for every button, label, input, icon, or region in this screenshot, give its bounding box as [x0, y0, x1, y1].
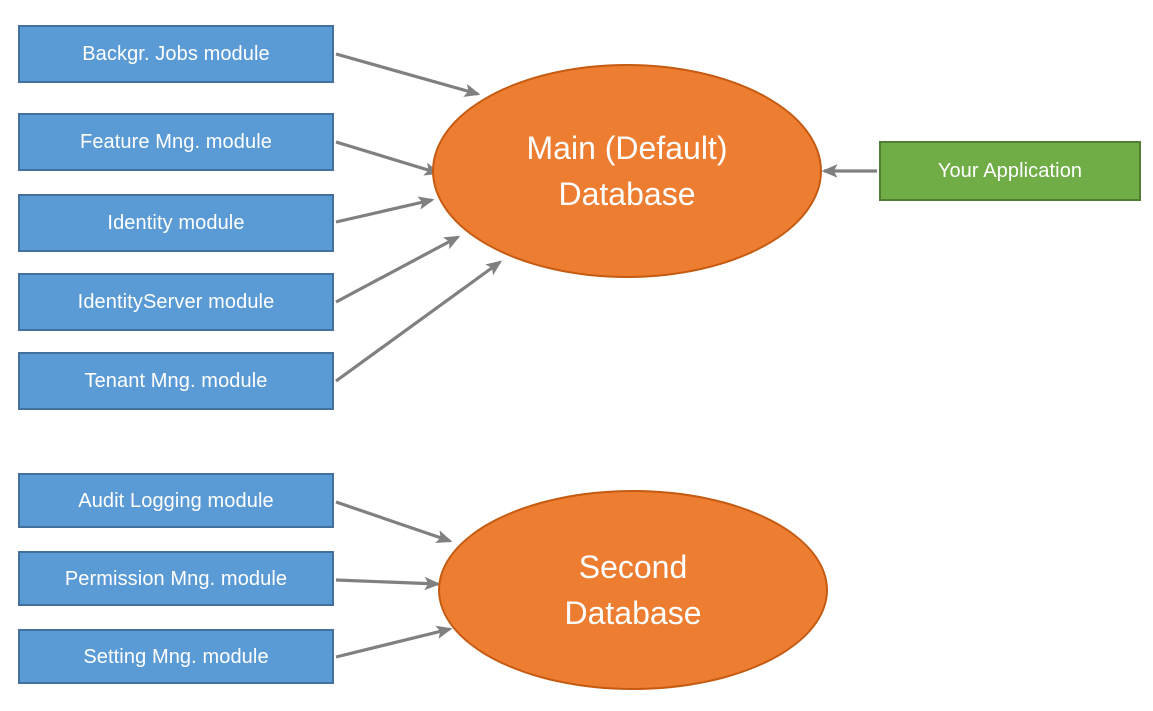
main-database-ellipse[interactable]: Main (Default) Database [432, 64, 822, 278]
module-box[interactable]: Feature Mng. module [18, 113, 334, 171]
second-database-label-line1: Second [578, 548, 688, 585]
setting-mng-to-second-arrow [335, 625, 453, 659]
module-box[interactable]: Backgr. Jobs module [18, 25, 334, 83]
module-label: Permission Mng. module [64, 567, 288, 590]
module-label: Setting Mng. module [83, 645, 269, 668]
main-database-label-line1: Main (Default) [526, 129, 728, 166]
module-label: IdentityServer module [77, 291, 275, 313]
module-box[interactable]: Permission Mng. module [18, 551, 334, 606]
backgr-jobs-to-main-arrow [335, 52, 481, 97]
audit-logging-to-second-arrow [335, 500, 453, 544]
your-application-box[interactable]: Your Application [879, 141, 1141, 201]
module-label: Identity module [107, 212, 245, 234]
your-application-label: Your Application [937, 160, 1083, 182]
second-database-ellipse[interactable]: Second Database [438, 490, 828, 690]
module-label: Feature Mng. module [80, 131, 272, 153]
module-label: Backgr. Jobs module [82, 43, 270, 65]
second-database-label-line2: Database [564, 595, 702, 631]
module-box[interactable]: Identity module [18, 194, 334, 252]
permission-mng-to-second-arrow [335, 576, 441, 591]
module-label: Tenant Mng. module [84, 370, 268, 392]
module-box[interactable]: Setting Mng. module [18, 629, 334, 684]
module-box[interactable]: IdentityServer module [18, 273, 334, 331]
identity-to-main-arrow [335, 196, 435, 224]
main-database-label-line2: Database [558, 176, 696, 212]
module-box[interactable]: Tenant Mng. module [18, 352, 334, 410]
module-label: Audit Logging module [78, 489, 274, 512]
tenant-mng-to-main-arrow [335, 260, 503, 383]
feature-mng-to-main-arrow [335, 140, 441, 176]
module-box[interactable]: Audit Logging module [18, 473, 334, 528]
identityserver-to-main-arrow [335, 235, 461, 304]
